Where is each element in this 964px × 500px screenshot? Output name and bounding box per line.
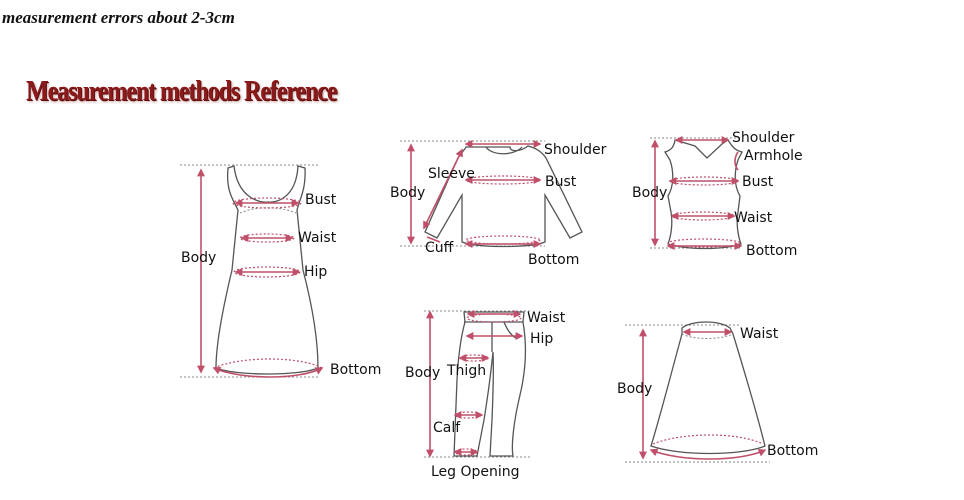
vest-body-label: Body: [632, 185, 667, 201]
shirt-sleeve-label: Sleeve: [428, 166, 475, 182]
shirt-figure: Shoulder Sleeve Body Bust Cuff Bottom: [390, 140, 607, 268]
vest-shoulder-label: Shoulder: [732, 130, 795, 146]
dress-hip-label: Hip: [304, 264, 327, 280]
skirt-body-label: Body: [617, 381, 652, 397]
skirt-outline: [650, 321, 766, 455]
vest-outline: [663, 139, 743, 250]
pants-figure: Waist Hip Body Thigh Calf Leg Opening: [405, 310, 566, 480]
dress-bust-measure: [232, 197, 302, 209]
dress-outline: [215, 165, 319, 375]
skirt-waist-label: Waist: [740, 326, 779, 342]
vest-bust-label: Bust: [742, 174, 774, 190]
shirt-outline: [424, 145, 583, 248]
vest-armhole-label: Armhole: [744, 148, 803, 164]
dress-figure: Body Bust Waist Hip Bottom: [180, 164, 381, 378]
shirt-sleeve-measure: [423, 148, 463, 230]
vest-bottom-label: Bottom: [746, 243, 797, 259]
dress-waist-label: Waist: [298, 230, 337, 246]
pants-thigh-label: Thigh: [446, 363, 486, 379]
dress-body-label: Body: [181, 250, 216, 266]
vest-figure: Shoulder Armhole Body Bust Waist Bottom: [632, 130, 803, 259]
pants-outline: [453, 311, 527, 457]
pants-body-label: Body: [405, 365, 440, 381]
reference-title: Measurement methods Reference: [26, 76, 338, 107]
shirt-bust-label: Bust: [545, 174, 577, 190]
dress-bottom-label: Bottom: [330, 362, 381, 378]
pants-waist-label: Waist: [527, 310, 566, 326]
skirt-bottom-label: Bottom: [767, 443, 818, 459]
pants-hip-label: Hip: [530, 331, 553, 347]
shirt-cuff-label: Cuff: [425, 240, 454, 256]
skirt-figure: Waist Body Bottom: [617, 321, 818, 463]
vest-armhole-measure: [734, 151, 739, 171]
vest-waist-label: Waist: [734, 210, 773, 226]
shirt-body-label: Body: [390, 185, 425, 201]
shirt-cuff-measure: [426, 236, 441, 243]
pants-leg-opening-label: Leg Opening: [431, 464, 520, 480]
measurement-error-note: measurement errors about 2-3cm: [2, 8, 235, 27]
skirt-bottom-measure: [649, 448, 767, 460]
dress-bottom-measure: [212, 367, 324, 378]
shirt-shoulder-label: Shoulder: [544, 142, 607, 158]
shirt-bottom-label: Bottom: [528, 252, 579, 268]
dress-bust-label: Bust: [305, 192, 337, 208]
pants-calf-label: Calf: [433, 420, 461, 436]
